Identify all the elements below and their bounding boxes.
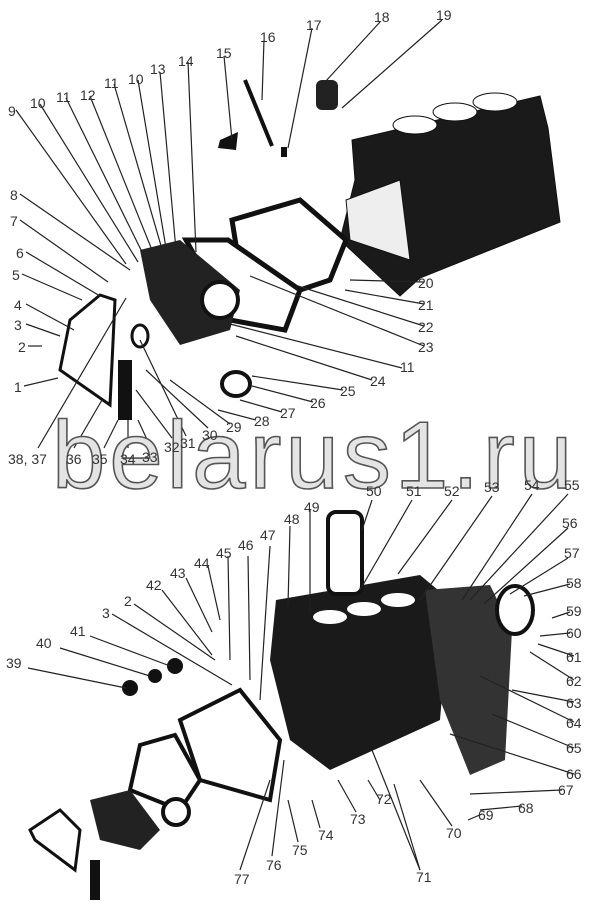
- callout-46: 46: [238, 537, 254, 553]
- callout-11: 11: [400, 359, 415, 375]
- callout-23: 23: [418, 339, 434, 355]
- callout-13: 13: [150, 61, 166, 77]
- callout-5: 5: [12, 267, 20, 283]
- callout-34: 34: [120, 451, 136, 467]
- engine-block-bottom: [28, 510, 535, 900]
- callout-58: 58: [566, 575, 582, 591]
- callout-67: 67: [558, 782, 574, 798]
- callout-57: 57: [564, 545, 580, 561]
- callout-64: 64: [566, 715, 582, 731]
- callout-52: 52: [444, 483, 460, 499]
- callout-25: 25: [340, 383, 356, 399]
- callout-32: 32: [164, 439, 180, 455]
- callout-1: 1: [14, 379, 22, 395]
- callout-6: 6: [16, 245, 24, 261]
- callout-50: 50: [366, 483, 382, 499]
- callout-19: 19: [436, 7, 452, 23]
- callout-14: 14: [178, 53, 194, 69]
- callout-49: 49: [304, 499, 320, 515]
- callout-11: 11: [56, 89, 71, 105]
- callout-35: 35: [92, 451, 108, 467]
- callout-40: 40: [36, 635, 52, 651]
- callout-36: 36: [66, 451, 82, 467]
- callout-48: 48: [284, 511, 300, 527]
- callout-10: 10: [30, 95, 46, 111]
- callout-28: 28: [254, 413, 270, 429]
- callout-27: 27: [280, 405, 296, 421]
- callout-8: 8: [10, 187, 18, 203]
- callout-9: 9: [8, 103, 16, 119]
- callout-73: 73: [350, 811, 366, 827]
- callout-17: 17: [306, 17, 322, 33]
- callout-18: 18: [374, 9, 390, 25]
- callout-3: 3: [14, 317, 22, 333]
- callout-7: 7: [10, 213, 18, 229]
- callout-15: 15: [216, 45, 232, 61]
- callout-75: 75: [292, 842, 308, 858]
- callout-29: 29: [226, 419, 242, 435]
- callout-21: 21: [418, 297, 434, 313]
- callout-39: 39: [6, 655, 22, 671]
- callout-3: 3: [102, 605, 110, 621]
- engine-block-top: [339, 92, 561, 297]
- callout-22: 22: [418, 319, 434, 335]
- callout-63: 63: [566, 695, 582, 711]
- callout-77: 77: [234, 871, 250, 887]
- callout-38-37: 38, 37: [8, 451, 47, 467]
- callout-44: 44: [194, 555, 210, 571]
- callout-45: 45: [216, 545, 232, 561]
- callout-47: 47: [260, 527, 276, 543]
- callout-53: 53: [484, 479, 500, 495]
- callout-55: 55: [564, 477, 580, 493]
- callout-74: 74: [318, 827, 334, 843]
- callout-68: 68: [518, 800, 534, 816]
- watermark: belarus1.ru: [51, 402, 577, 509]
- callout-41: 41: [70, 623, 86, 639]
- callout-12: 12: [80, 87, 96, 103]
- callout-62: 62: [566, 673, 582, 689]
- callout-51: 51: [406, 483, 422, 499]
- callout-76: 76: [266, 857, 282, 873]
- callout-10: 10: [128, 71, 144, 87]
- callout-72: 72: [376, 791, 392, 807]
- callout-2: 2: [18, 339, 26, 355]
- callout-71: 71: [416, 869, 432, 885]
- leader-lines: [15, 19, 575, 871]
- callout-59: 59: [566, 603, 582, 619]
- callout-56: 56: [562, 515, 578, 531]
- callout-69: 69: [478, 807, 494, 823]
- callout-43: 43: [170, 565, 186, 581]
- callout-70: 70: [446, 825, 462, 841]
- front-cover-plates-top: [58, 79, 349, 420]
- callout-65: 65: [566, 740, 582, 756]
- callout-20: 20: [418, 275, 434, 291]
- callout-30: 30: [202, 427, 218, 443]
- callout-16: 16: [260, 29, 276, 45]
- callout-33: 33: [142, 449, 158, 465]
- callout-60: 60: [566, 625, 582, 641]
- callout-66: 66: [566, 766, 582, 782]
- callout-26: 26: [310, 395, 326, 411]
- callout-2: 2: [124, 593, 132, 609]
- callout-11: 11: [104, 75, 119, 91]
- callout-61: 61: [566, 649, 582, 665]
- callout-24: 24: [370, 373, 386, 389]
- callout-4: 4: [14, 297, 22, 313]
- callout-42: 42: [146, 577, 162, 593]
- callout-31: 31: [180, 435, 196, 451]
- callout-54: 54: [524, 477, 540, 493]
